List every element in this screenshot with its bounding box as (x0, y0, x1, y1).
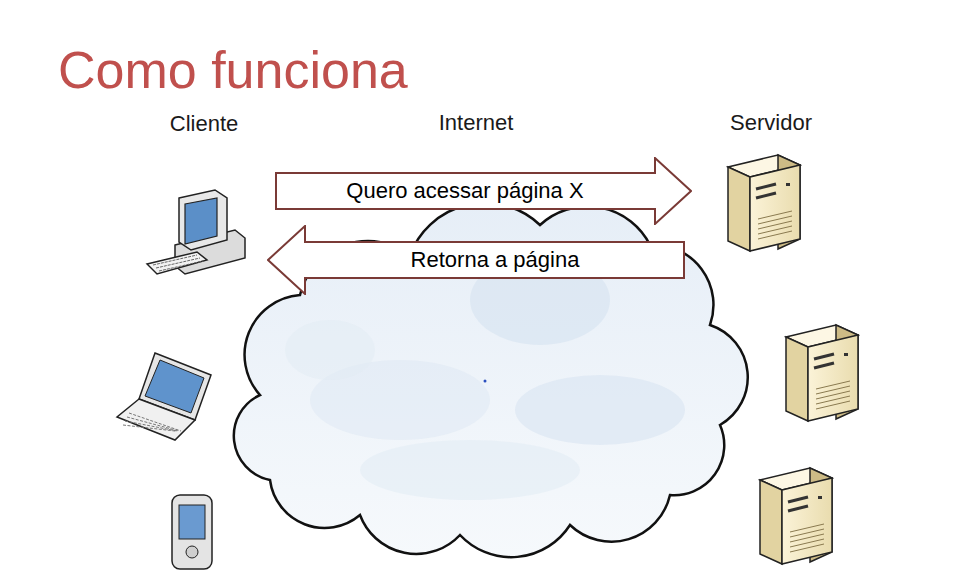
laptop-icon (117, 353, 211, 440)
slide-title: Como funciona (58, 40, 408, 100)
column-header: Cliente (170, 111, 238, 137)
arrow-body: Quero acessar página X (275, 173, 655, 209)
server-icon (728, 155, 800, 251)
block-arrow: Retorna a página (267, 225, 685, 295)
arrow-body: Retorna a página (305, 242, 685, 278)
server-icon (786, 325, 858, 421)
arrow-shape (276, 158, 691, 224)
block-arrow: Quero acessar página X (275, 157, 692, 225)
arrow-text: Retorna a página (411, 247, 580, 273)
column-header: Internet (439, 110, 514, 136)
column-header: Servidor (730, 110, 812, 136)
arrow-text: Quero acessar página X (346, 178, 583, 204)
desktop-icon (147, 190, 245, 274)
arrow-shape (268, 226, 684, 294)
pda-icon (172, 495, 212, 569)
server-icon (760, 468, 832, 564)
internet-cloud (234, 203, 748, 557)
